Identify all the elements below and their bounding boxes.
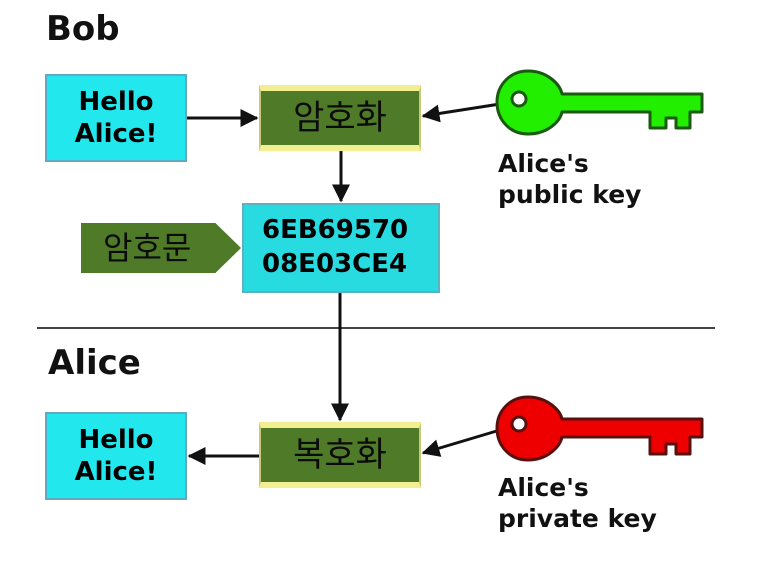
plaintext-line-1: Hello <box>78 86 154 117</box>
private-key-label: Alice's private key <box>498 472 657 535</box>
plaintext-box-sender: Hello Alice! <box>45 74 187 162</box>
private-key-label-line-1: Alice's <box>498 473 589 502</box>
ciphertext-box: 6EB69570 08E03CE4 <box>242 203 440 293</box>
private-key-icon <box>495 395 704 462</box>
arrow-private-key-to-decrypt <box>421 428 501 457</box>
plaintext-line-1: Hello <box>78 424 154 455</box>
private-key-label-line-2: private key <box>498 504 657 534</box>
decrypt-label: 복호화 <box>293 435 387 475</box>
ciphertext-tag: 암호문 <box>81 223 241 273</box>
encrypt-label: 암호화 <box>293 98 387 138</box>
public-key-icon <box>495 69 704 136</box>
ciphertext-tag-label: 암호문 <box>103 229 192 267</box>
plaintext-line-2: Alice! <box>74 457 158 487</box>
section-label-bob: Bob <box>46 9 120 49</box>
decrypt-box: 복호화 <box>259 422 421 488</box>
plaintext-box-receiver: Hello Alice! <box>45 412 187 500</box>
public-key-label-line-1: Alice's <box>498 149 589 178</box>
plaintext-line-2: Alice! <box>74 119 158 149</box>
ciphertext-line-1: 6EB69570 <box>262 215 409 246</box>
arrow-public-key-to-encrypt <box>421 102 501 123</box>
encrypt-box: 암호화 <box>259 85 421 151</box>
public-key-label: Alice's public key <box>498 148 641 211</box>
public-key-label-line-2: public key <box>498 180 642 210</box>
section-label-alice: Alice <box>48 343 141 383</box>
section-divider <box>37 327 715 329</box>
ciphertext-line-2: 08E03CE4 <box>262 249 408 279</box>
